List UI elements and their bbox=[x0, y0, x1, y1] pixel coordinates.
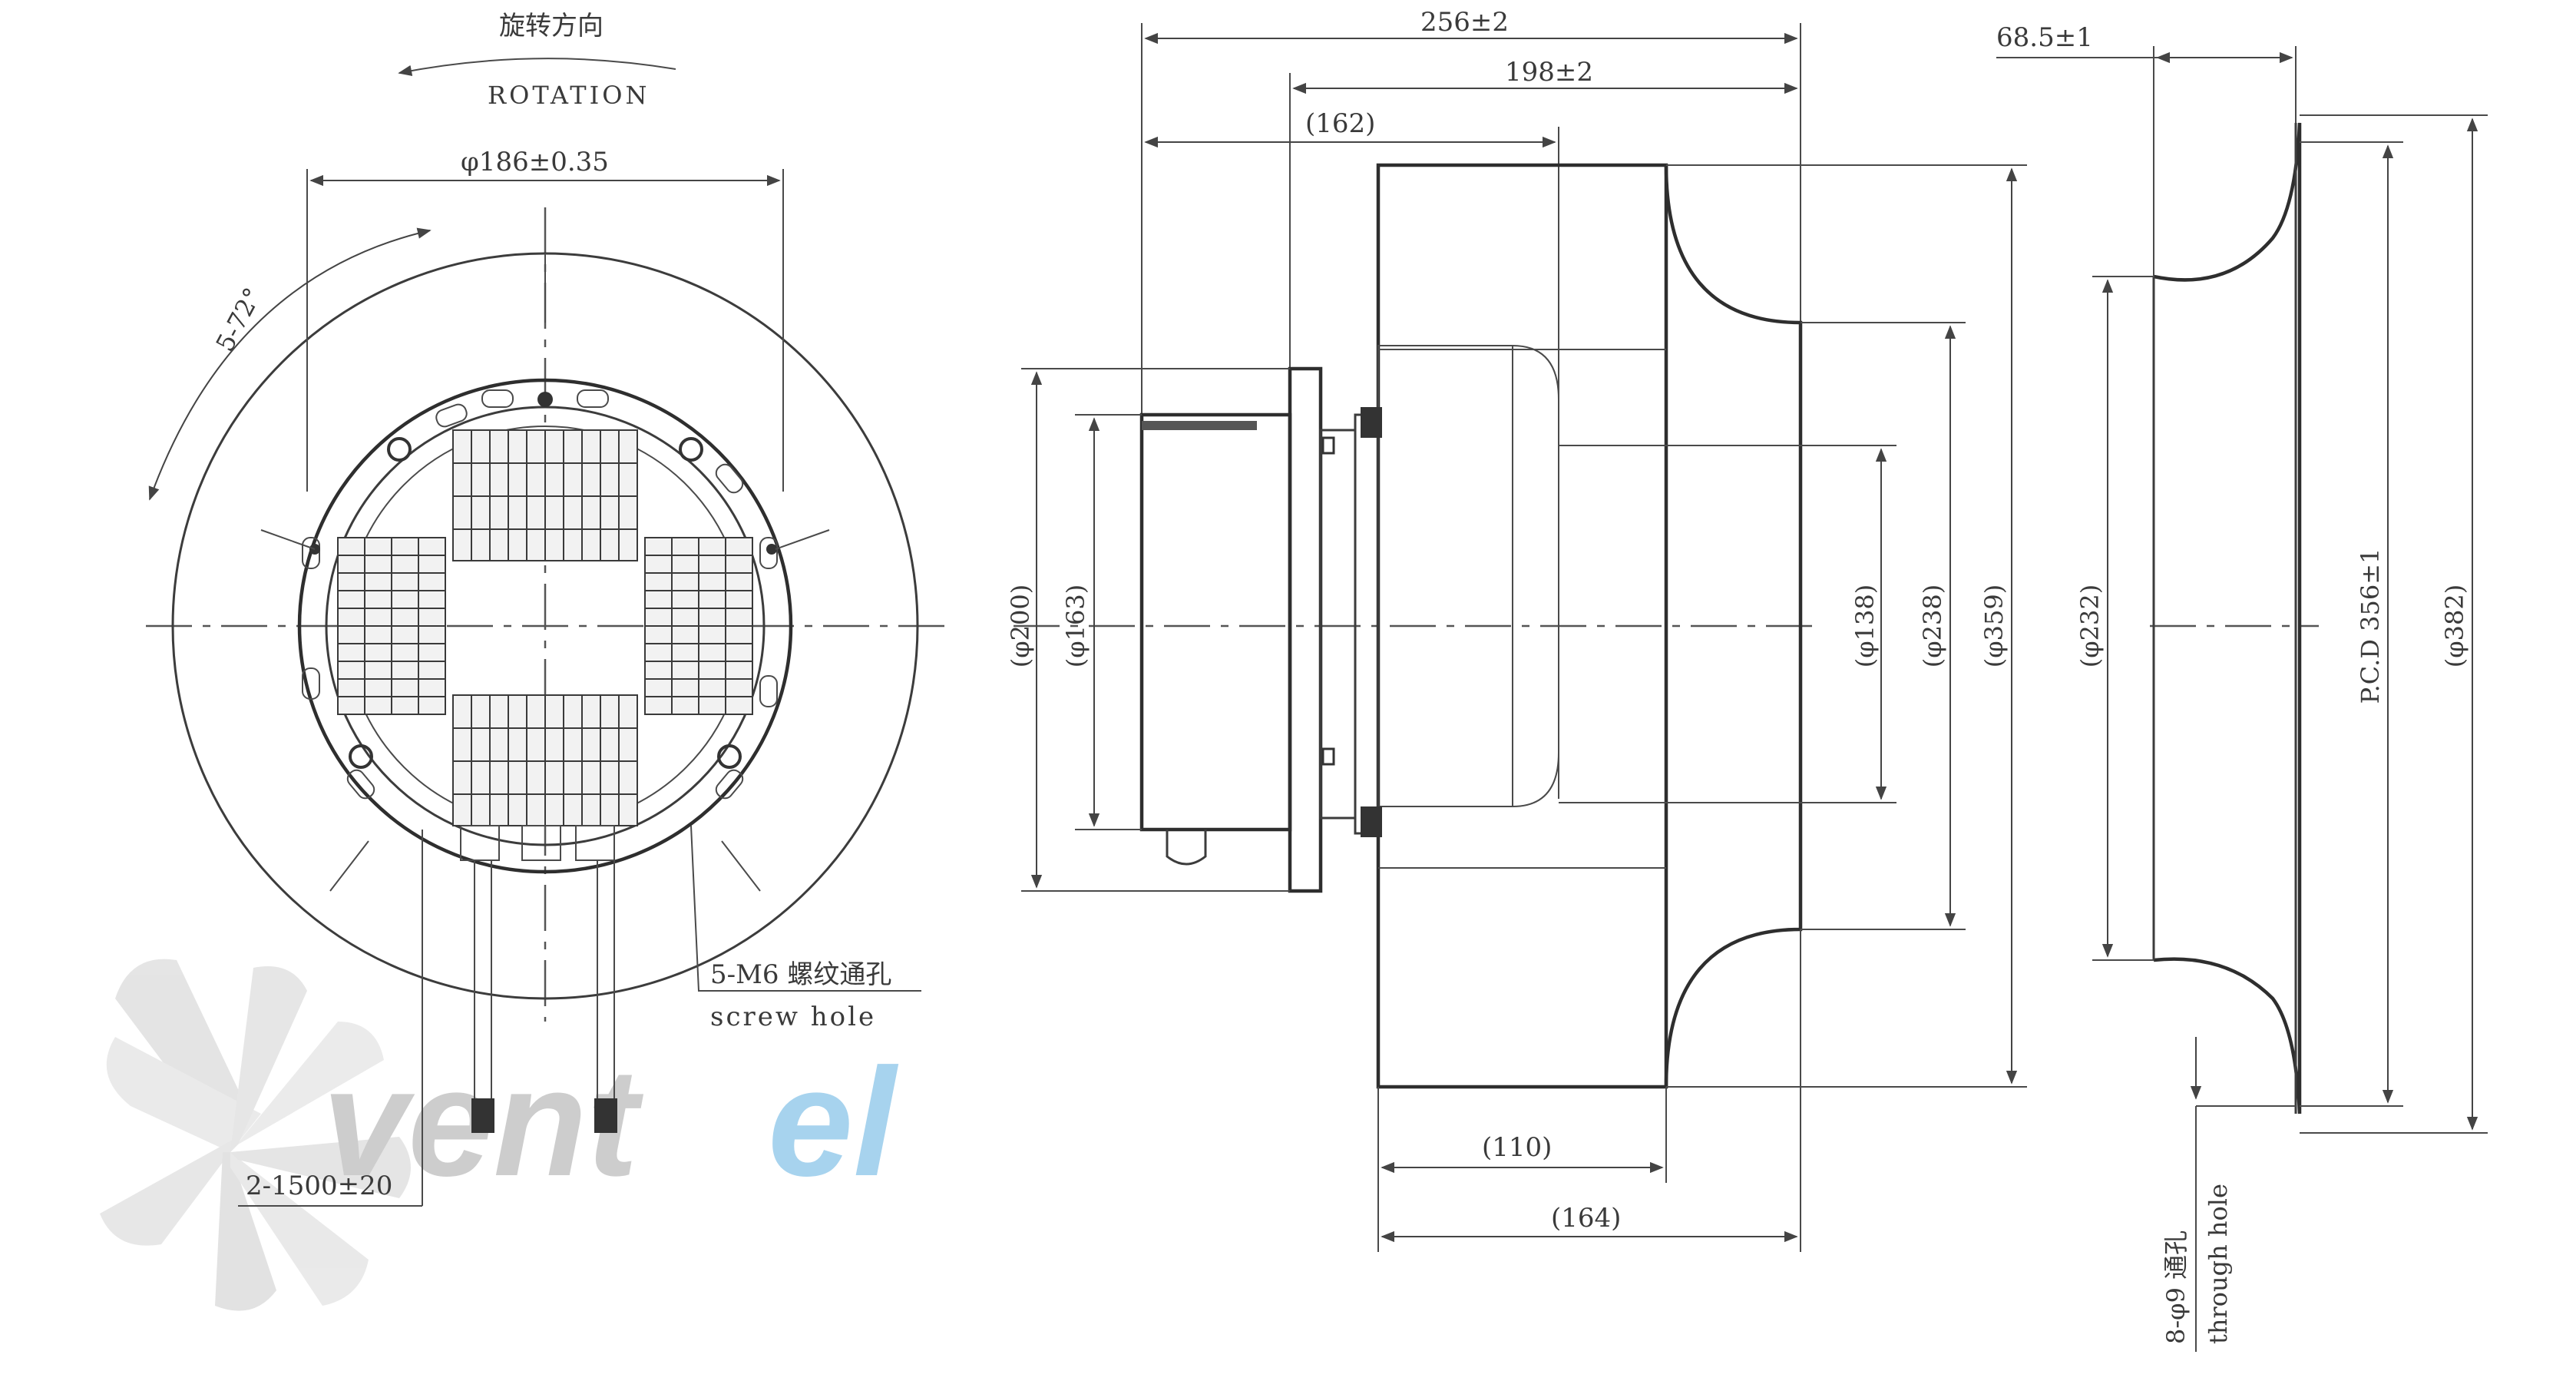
through-hole-label-cn: 8-φ9 通孔 bbox=[2161, 1230, 2191, 1344]
cables bbox=[471, 860, 617, 1133]
depth-label: 68.5±1 bbox=[1996, 22, 2093, 53]
diameter-label: φ186±0.35 bbox=[461, 147, 609, 177]
brand-accent: el bbox=[768, 1037, 898, 1208]
dia-138-label: (φ138) bbox=[1850, 585, 1880, 667]
fan-blade-mark bbox=[100, 959, 411, 1311]
pcd-label: P.C.D 356±1 bbox=[2356, 548, 2385, 704]
side-view: 256±2 198±2 (162) (φ200) bbox=[1006, 7, 2027, 1252]
inlet-ring-view: 68.5±1 (φ232) P.C.D 356±1 (φ382) 8-φ9 通孔… bbox=[1996, 22, 2488, 1352]
length-164-label: (164) bbox=[1551, 1203, 1621, 1234]
length-198-label: 198±2 bbox=[1505, 57, 1593, 88]
flange-slots bbox=[302, 389, 778, 800]
brand-logo: vent el bbox=[100, 959, 898, 1311]
length-110-label: (110) bbox=[1482, 1132, 1552, 1163]
front-view: 旋转方向 ROTATION φ186±0.35 5-72° 5-M6 螺纹通孔 … bbox=[146, 11, 944, 1207]
angle-label: 5-72° bbox=[210, 283, 268, 356]
dia-200-label: (φ200) bbox=[1006, 585, 1035, 667]
dia-163-label: (φ163) bbox=[1061, 585, 1090, 667]
rotation-label-cn: 旋转方向 bbox=[499, 11, 603, 41]
bolt-icons bbox=[1321, 407, 1382, 837]
screw-hole-label-en: screw hole bbox=[710, 1002, 876, 1032]
dia-238-label: (φ238) bbox=[1918, 585, 1947, 667]
cooling-fins bbox=[337, 429, 753, 826]
cable-length-label: 2-1500±20 bbox=[246, 1171, 392, 1201]
length-162-label: (162) bbox=[1305, 108, 1375, 139]
dia-359-label: (φ359) bbox=[1979, 585, 2009, 667]
dia-382-label: (φ382) bbox=[2440, 585, 2469, 667]
overall-length-label: 256±2 bbox=[1420, 7, 1509, 38]
dia-232-label: (φ232) bbox=[2075, 585, 2105, 667]
through-hole-label-en: through hole bbox=[2204, 1184, 2233, 1344]
rotation-label-en: ROTATION bbox=[488, 81, 650, 110]
rotation-arrow-icon bbox=[398, 58, 676, 76]
screw-hole-label-cn: 5-M6 螺纹通孔 bbox=[710, 959, 891, 990]
